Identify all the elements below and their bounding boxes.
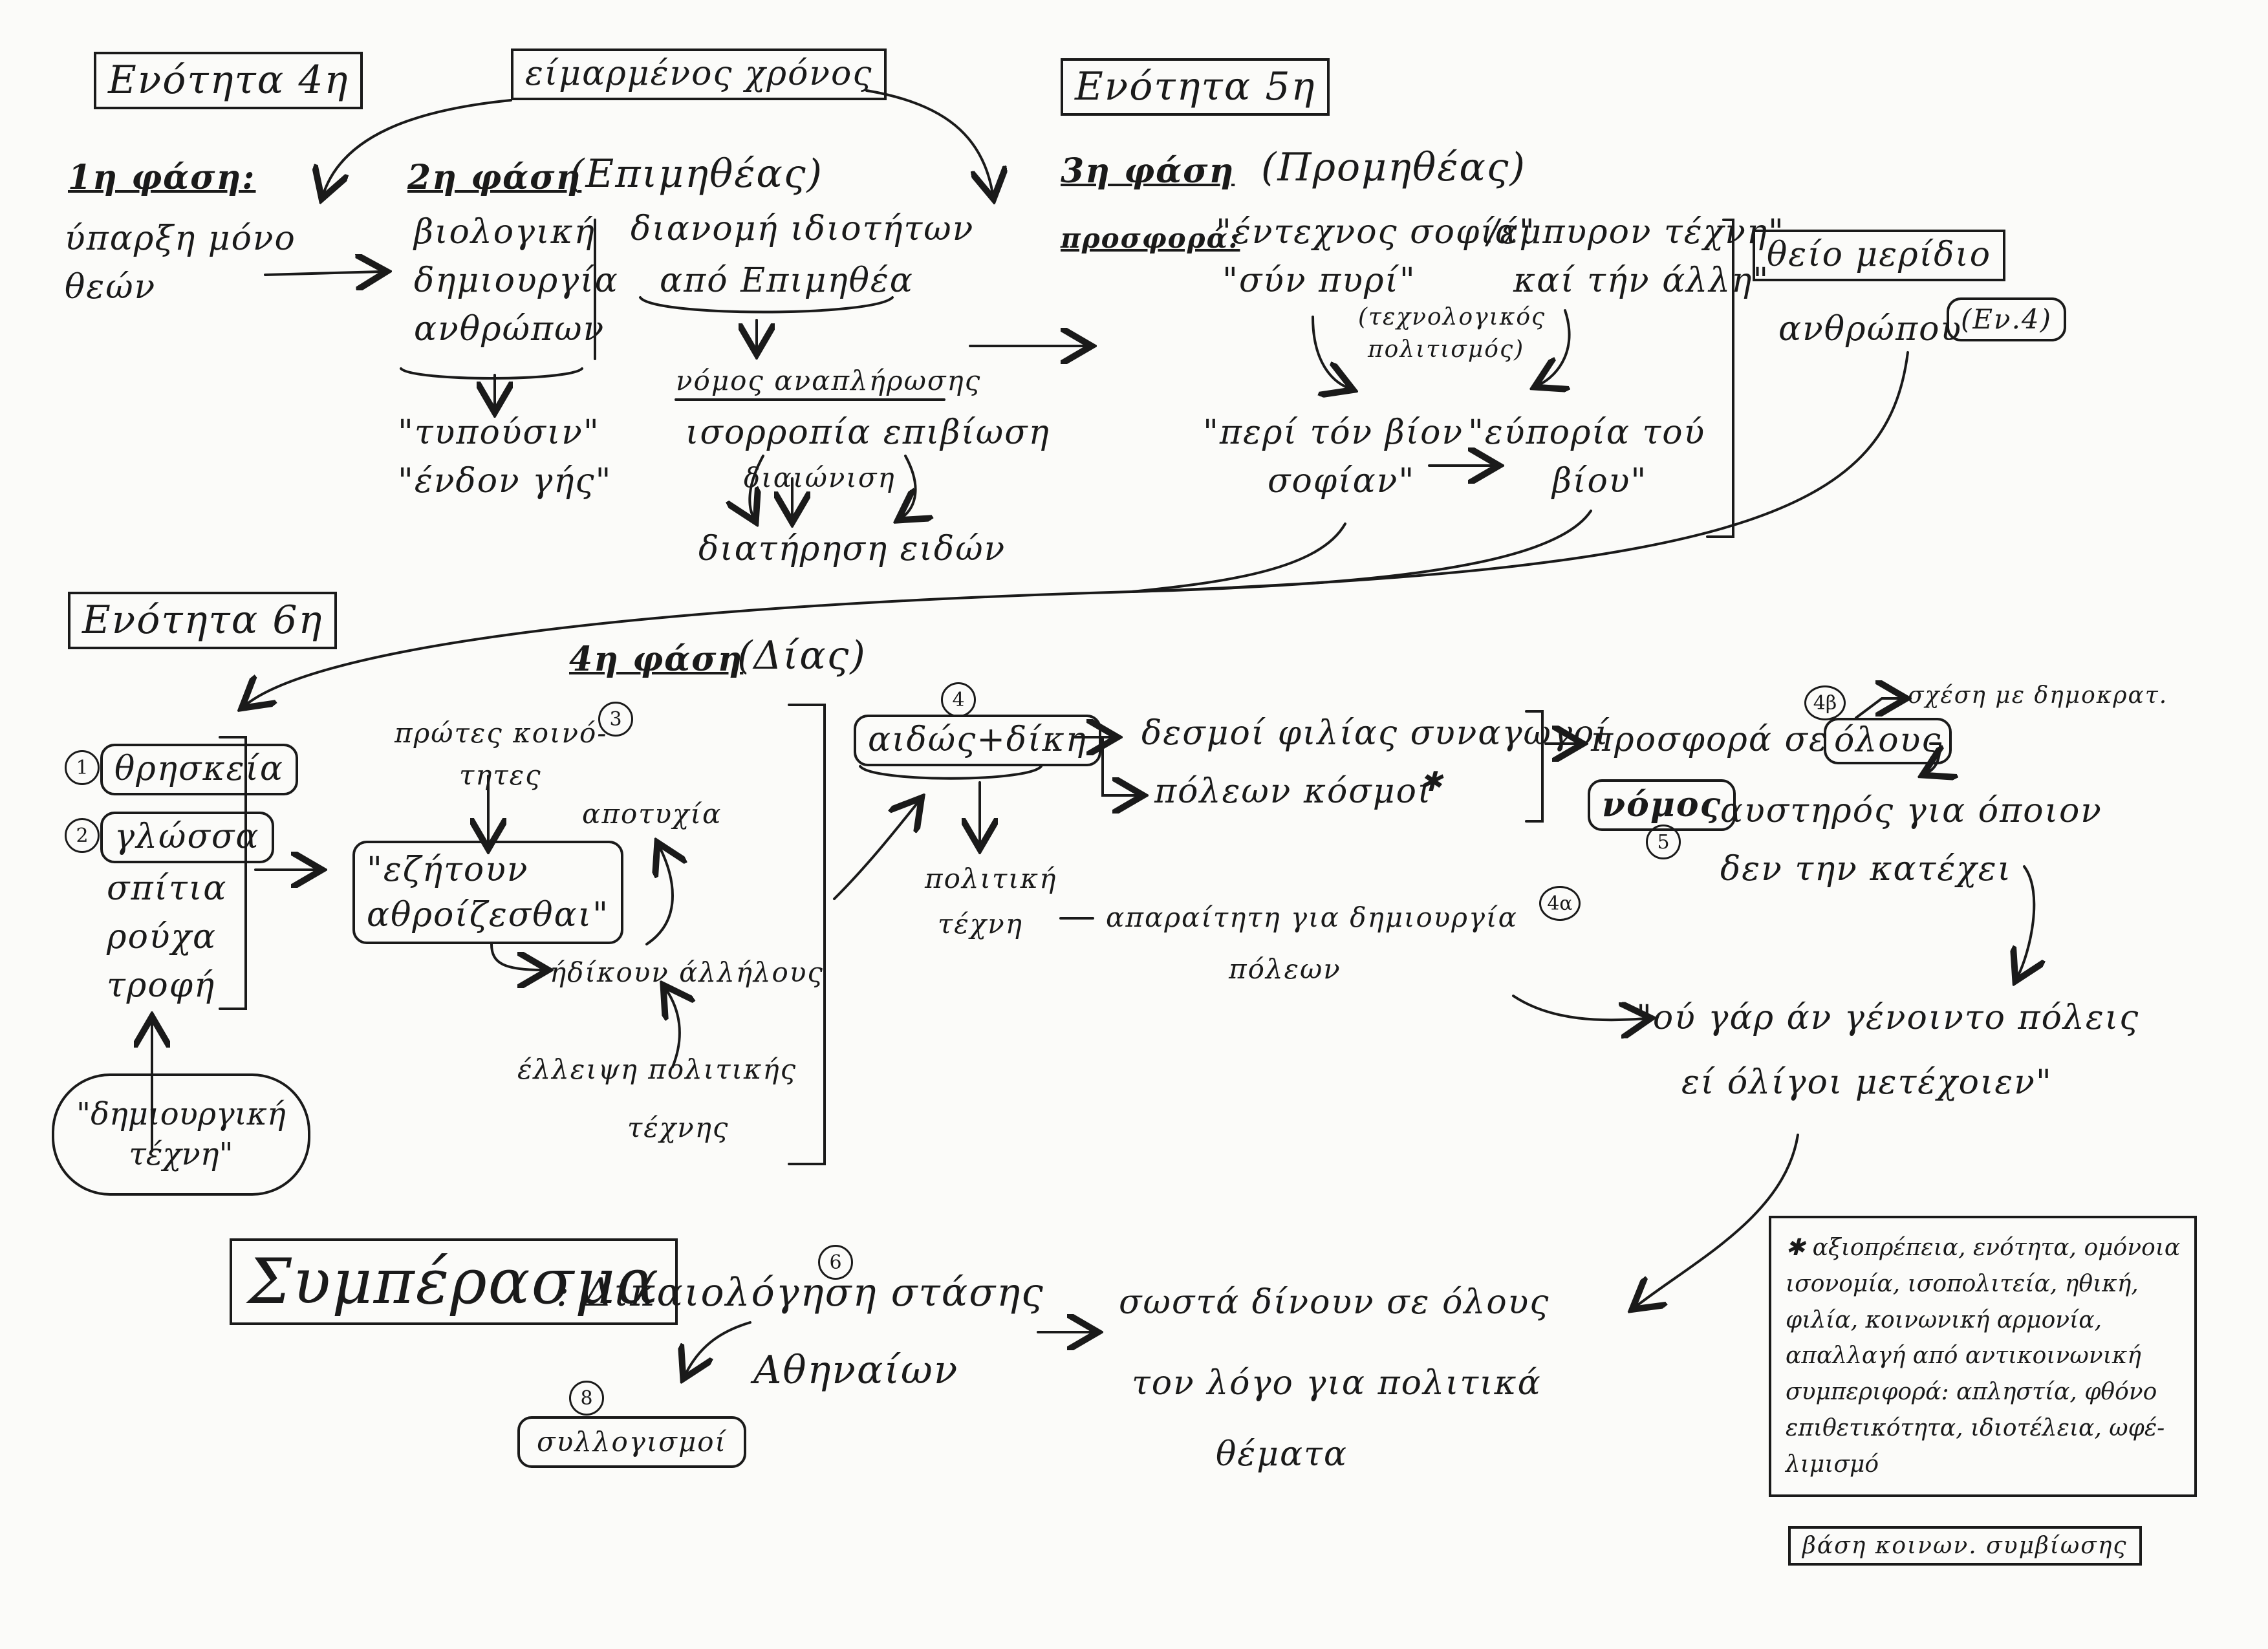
- phase-3-who: (Προμηθέας): [1261, 145, 1526, 190]
- divine-share-human: ανθρώπου: [1778, 310, 1963, 349]
- first-communities-2: τητες: [459, 759, 542, 791]
- phase-1-text-1: ύπαρξη μόνο: [65, 219, 296, 258]
- unit-5-label: Ενότητα 5η: [1061, 58, 1330, 116]
- bonds-of-friendship: δεσμοί φιλίας συναγωγοί: [1141, 714, 1610, 753]
- phase-2-quote-2: "ένδον γής": [398, 462, 612, 501]
- number-4-badge: 4: [941, 682, 976, 717]
- phase-1-title: 1η φάση:: [68, 158, 256, 197]
- number-4b-badge: 4β: [1804, 685, 1846, 720]
- note-line-3: φιλία, κοινωνική αρμονία,: [1786, 1306, 2102, 1333]
- quote-2: εί όλίγοι μετέχοιεν": [1681, 1063, 2053, 1102]
- note-line-4: απαλλαγή από αντικοινωνική: [1786, 1342, 2141, 1370]
- phase-3-euporia-2: βίου": [1552, 462, 1648, 501]
- fated-time-label: είμαρμένος χρόνος: [511, 48, 887, 100]
- political-art-2: τέχνη: [938, 908, 1023, 940]
- phase-3-wisdom-1: "έντεχνος σοφία": [1216, 213, 1536, 252]
- number-8-badge: 8: [569, 1381, 604, 1416]
- cities-label: πόλεων: [1229, 953, 1341, 985]
- syllogisms-box: συλλογισμοί: [517, 1416, 747, 1469]
- lack-political-art-2: τέχνης: [627, 1112, 729, 1143]
- houses-item: σπίτια: [107, 869, 228, 908]
- unit-4-label: Ενότητα 4η: [94, 52, 363, 109]
- strict-1: αυστηρός για όποιον: [1720, 792, 2102, 830]
- note-line-1: ✱ αξιοπρέπεια, ενότητα, ομόνοια: [1786, 1234, 2181, 1261]
- all-box: όλους: [1824, 718, 1952, 764]
- phase-2-perpetuation: διαιώνιση: [744, 462, 896, 493]
- failure-label: αποτυχία: [582, 798, 722, 830]
- phase-3-life-1: "περί τόν βίον: [1203, 413, 1464, 452]
- strict-2: δεν την κατέχει: [1720, 850, 2013, 889]
- phase-2-dist-2: από Επιμηθέα: [660, 261, 914, 300]
- phase-2-bio-2: δημιουργία: [414, 261, 619, 300]
- phase-3-offer-label: προσφορά:: [1061, 222, 1240, 254]
- number-5-badge: 5: [1646, 824, 1681, 859]
- social-basis-footer: βάση κοινων. συμβίωσης: [1788, 1526, 2142, 1566]
- law-box: νόμος: [1588, 779, 1736, 831]
- creative-art-cloud: "δημιουργική τέχνη": [52, 1073, 310, 1196]
- creative-art-line-1: "δημιουργική: [76, 1096, 286, 1132]
- right-conclusion-2: τον λόγο για πολιτικά: [1132, 1364, 1542, 1403]
- phase-2-balance: ισορροπία επιβίωση: [686, 413, 1050, 452]
- note-line-7: λιμισμό: [1786, 1450, 1879, 1478]
- phase-2-law: νόμος αναπλήρωσης: [676, 365, 982, 396]
- note-line-6: επιθετικότητα, ιδιοτέλεια, ωφέ-: [1786, 1414, 2165, 1441]
- conclusion-title: Συμπέρασμα: [230, 1238, 678, 1326]
- phase-3-fire-2: καί τήν άλλη": [1513, 261, 1770, 300]
- phase-2-preservation: διατήρηση ειδών: [698, 530, 1006, 568]
- sought-line-2: αθροίζεσθαι": [367, 896, 609, 935]
- athenians: Αθηναίων: [753, 1348, 959, 1393]
- phase-3-wisdom-2: "σύν πυρί": [1222, 261, 1416, 300]
- political-art-1: πολιτική: [925, 863, 1057, 894]
- phase-4-who: (Δίας): [737, 633, 867, 678]
- number-2-badge: 2: [65, 818, 100, 853]
- necessary-for-creation: απαραίτητη για δημιουργία: [1106, 901, 1518, 933]
- phase-2-bio-1: βιολογική: [414, 213, 596, 252]
- phase-2-title: 2η φάση: [407, 158, 582, 197]
- phase-3-title: 3η φάση: [1061, 151, 1235, 191]
- phase-2-who: (Επιμηθέας): [569, 151, 823, 197]
- clothes-item: ρούχα: [107, 918, 217, 956]
- divine-share-box: θείο μερίδιο: [1753, 230, 2006, 281]
- language-item: γλώσσα: [100, 812, 274, 863]
- food-item: τροφή: [107, 966, 216, 1005]
- phase-3-tech-1: (τεχνολογικός: [1358, 304, 1546, 330]
- phase-3-fire-1: /έμπυρον τέχνη": [1487, 213, 1785, 252]
- phase-4-title: 4η φάση: [569, 640, 744, 679]
- sought-to-gather-box: "εζήτουν αθροίζεσθαι": [352, 841, 623, 945]
- right-conclusion-3: θέματα: [1216, 1435, 1348, 1474]
- note-asterisk: ✱: [1420, 766, 1444, 797]
- offer-to-all: προσφορά σε: [1591, 720, 1828, 759]
- first-communities-1: πρώτες κοινό-: [394, 717, 608, 749]
- number-4a-badge: 4α: [1539, 886, 1581, 921]
- unit-4-ref: (Εν.4): [1947, 297, 2067, 342]
- phase-3-tech-2: πολιτισμός): [1368, 336, 1525, 363]
- sought-line-1: "εζήτουν: [367, 850, 529, 889]
- note-line-2: ισονομία, ισοπολιτεία, ηθική,: [1786, 1270, 2139, 1297]
- relation-democracy: σχέση με δημοκρατ.: [1908, 682, 2168, 709]
- number-3-badge: 3: [598, 702, 633, 737]
- note-line-5: συμπεριφορά: απληστία, φθόνο: [1786, 1379, 2157, 1406]
- creative-art-line-2: τέχνη": [129, 1136, 233, 1173]
- phase-2-quote-1: "τυπούσιν": [398, 413, 600, 452]
- phase-3-euporia-1: "εύπορία τού: [1468, 413, 1706, 452]
- unit-6-label: Ενότητα 6η: [68, 592, 338, 649]
- phase-2-bio-3: ανθρώπων: [414, 310, 605, 349]
- quote-1: "ού γάρ άν γένοιντο πόλεις: [1636, 998, 2140, 1037]
- values-note-box: ✱ αξιοπρέπεια, ενότητα, ομόνοια ισονομία…: [1769, 1216, 2198, 1497]
- right-conclusion-1: σωστά δίνουν σε όλους: [1119, 1283, 1550, 1322]
- wronged-each-other: ήδίκουν άλλήλους: [550, 956, 824, 988]
- phase-1-text-2: θεών: [65, 268, 157, 307]
- number-1-badge: 1: [65, 750, 100, 785]
- lack-political-art-1: έλλειψη πολιτικής: [517, 1053, 797, 1085]
- phase-2-dist-1: διανομή ιδιοτήτων: [631, 210, 975, 248]
- number-6-badge: 6: [818, 1245, 853, 1280]
- aidos-dike-box: αιδώς+δίκη: [854, 715, 1101, 766]
- phase-3-life-2: σοφίαν": [1268, 462, 1416, 501]
- religion-item: θρησκεία: [100, 744, 299, 795]
- order-of-cities: πόλεων κόσμοι: [1154, 772, 1432, 811]
- justification: : Δικαιολόγηση στάσης: [556, 1270, 1044, 1315]
